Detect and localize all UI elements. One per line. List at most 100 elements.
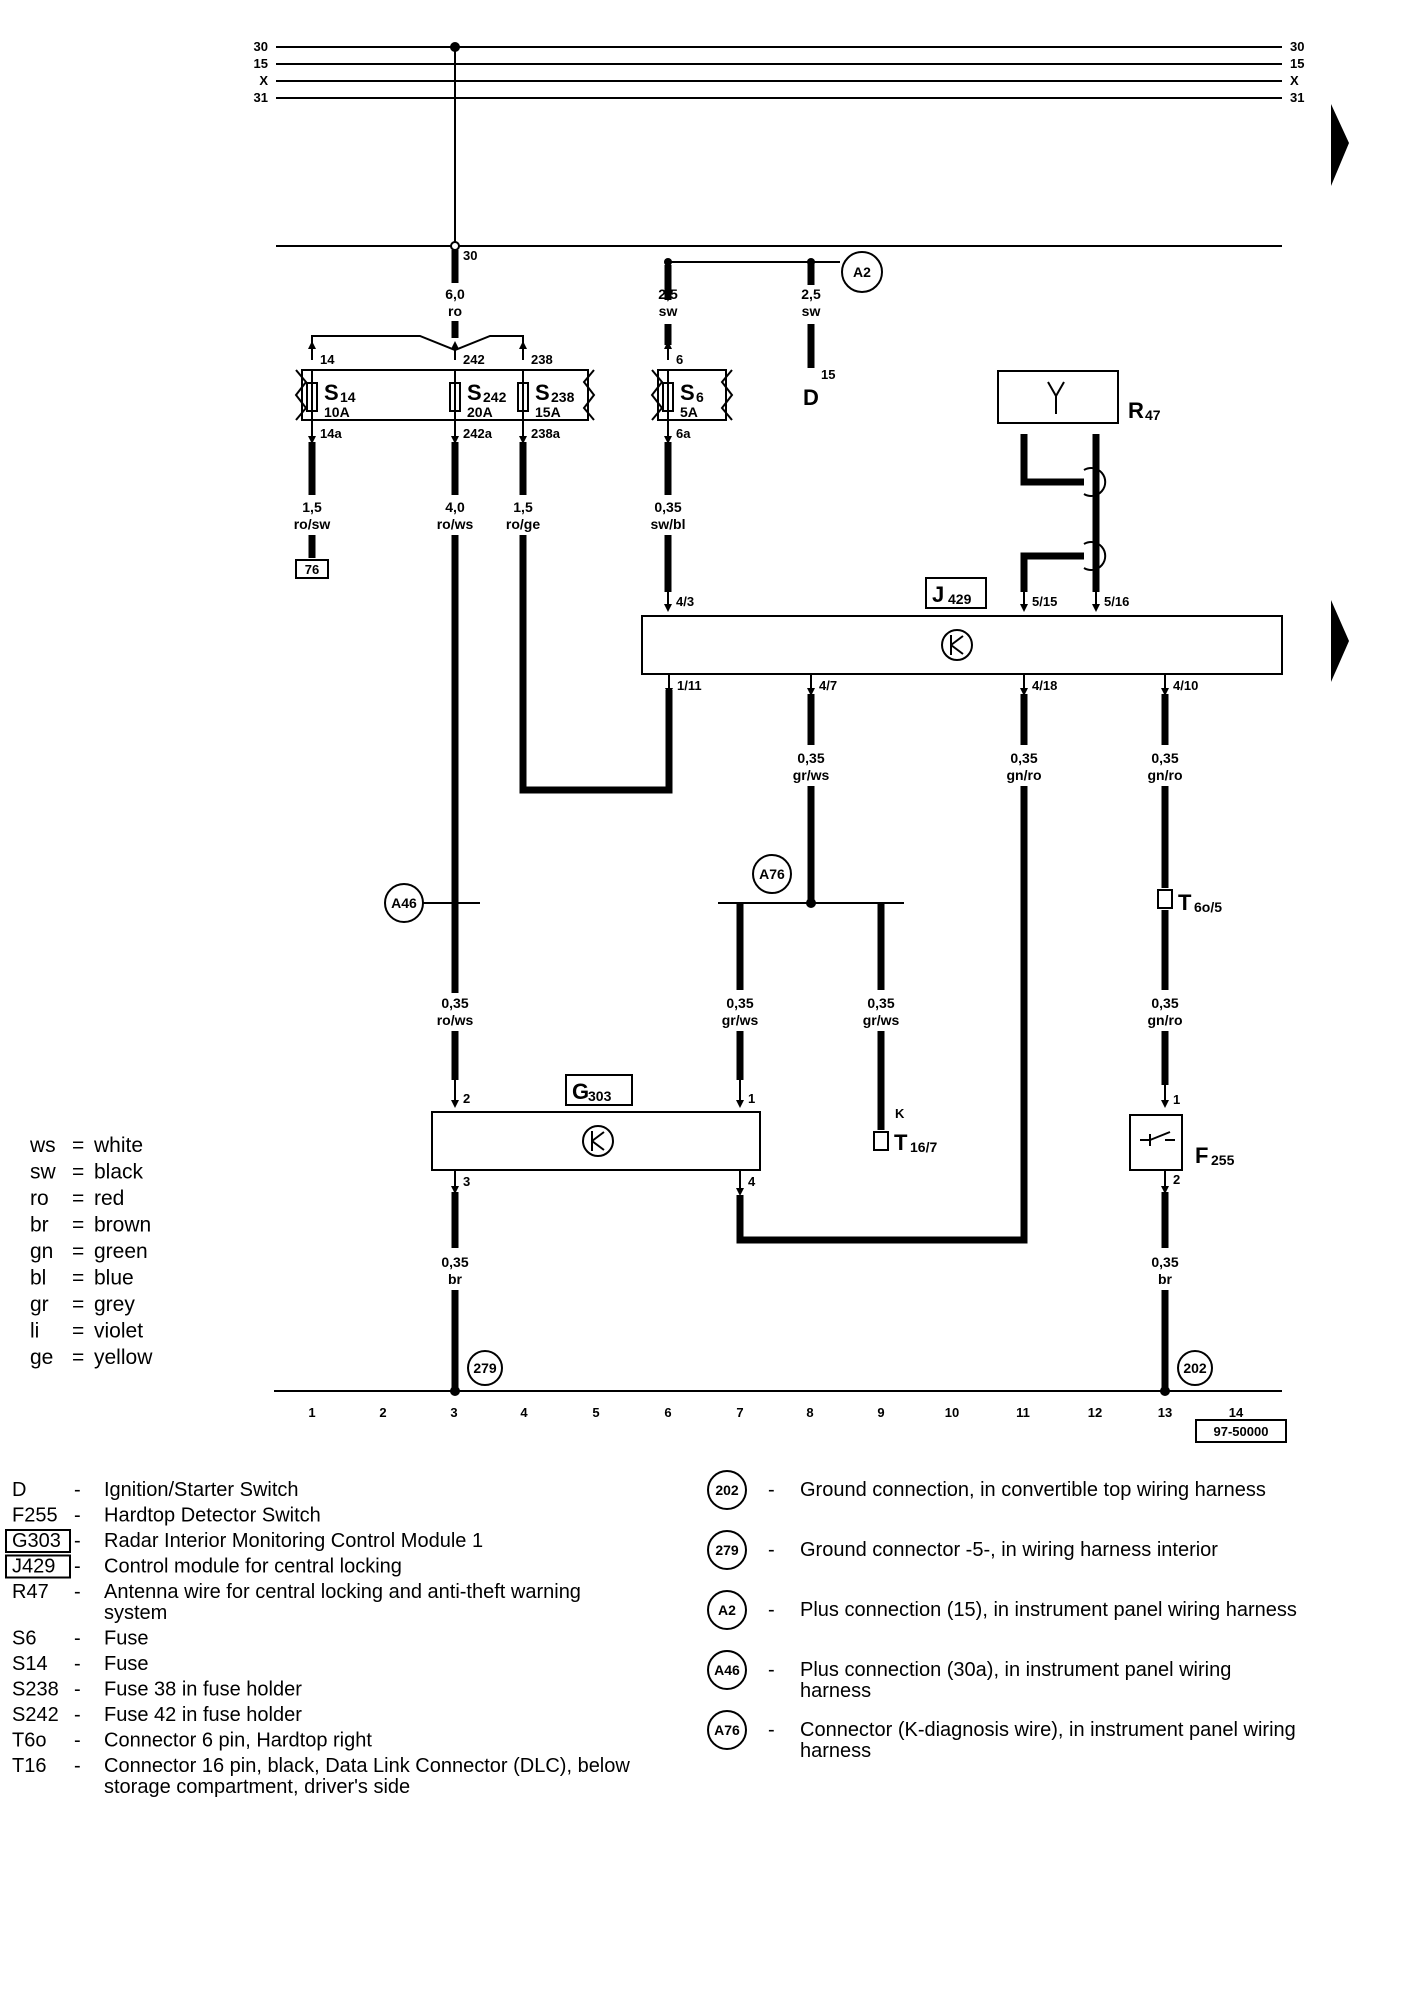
electronic-module-icon [582, 1125, 614, 1157]
bus-right-label: 31 [1290, 90, 1304, 105]
component-description: Control module for central locking [104, 1556, 402, 1578]
component-code: F255 [12, 1505, 58, 1527]
track-number: 5 [592, 1405, 599, 1420]
continuation-arrow-icon [1331, 104, 1349, 186]
fuse-s242-name: S [467, 380, 482, 405]
wire-antenna-shield [1020, 552, 1084, 592]
legend-code: ro [30, 1187, 49, 1210]
transistor-icon [591, 1131, 605, 1151]
transistor-icon [950, 635, 964, 655]
wire-color: ro/sw [294, 516, 331, 532]
legend-separator: = [72, 1293, 84, 1316]
wire-color: gr/ws [863, 1012, 900, 1028]
fuse-s238-rating: 15A [535, 404, 561, 420]
diagram-id: 97-50000 [1214, 1424, 1269, 1439]
component-description: Connector 6 pin, Hardtop right [104, 1730, 372, 1752]
pin-label: 14 [320, 352, 335, 367]
legend-separator: = [72, 1240, 84, 1263]
component-description: Fuse 38 in fuse holder [104, 1679, 302, 1701]
legend-color-name: yellow [94, 1346, 153, 1369]
fuse-distribution [311, 335, 524, 352]
radar-module-g303: G 303 [431, 1074, 761, 1171]
legend-code: sw [30, 1161, 57, 1184]
legend-code: li [30, 1320, 39, 1343]
connection-a76 [752, 854, 792, 894]
legend-separator: = [72, 1161, 84, 1184]
connection-description: Ground connection, in convertible top wi… [800, 1479, 1266, 1501]
connection-code: 202 [715, 1482, 739, 1498]
connection-description: harness [800, 1680, 871, 1702]
list-separator: - [768, 1719, 775, 1741]
pin-label: 1/11 [677, 678, 702, 693]
legend-color-name: green [94, 1240, 148, 1263]
list-separator: - [74, 1730, 81, 1752]
wire-color: gn/ro [1148, 1012, 1183, 1028]
wire-color: gr/ws [722, 1012, 759, 1028]
pin-label: 4 [748, 1174, 756, 1189]
connection-symbol [707, 1710, 747, 1750]
wire-color: ro/ws [437, 1012, 474, 1028]
fuse-s6: S 6 5A [650, 369, 734, 421]
component-code: S14 [12, 1653, 48, 1675]
list-separator: - [768, 1479, 775, 1501]
connector-icon [1157, 889, 1173, 909]
ground-279 [467, 1350, 503, 1386]
wire-color: sw/bl [650, 516, 685, 532]
connector-t16-sub: 16/7 [910, 1139, 937, 1155]
wire-s238-to-j429 [519, 535, 673, 794]
shield-icon [1083, 541, 1107, 571]
component-code-box [5, 1554, 71, 1579]
component-description: Hardtop Detector Switch [104, 1505, 321, 1527]
connection-a2 [841, 251, 883, 293]
antenna-r47-box [997, 370, 1119, 424]
wire-size: 1,5 [513, 499, 533, 515]
pin-label: 1 [1173, 1092, 1180, 1107]
track-number: 11 [1016, 1405, 1030, 1420]
pin-label: 5/15 [1032, 594, 1057, 609]
list-separator: - [768, 1599, 775, 1621]
legend-separator: = [72, 1267, 84, 1290]
component-description: Radar Interior Monitoring Control Module… [104, 1530, 483, 1552]
pin-label: 4/18 [1032, 678, 1057, 693]
radar-module-g303-sub: 303 [588, 1088, 612, 1104]
component-description: Fuse [104, 1628, 148, 1650]
fuse-s6-sub: 6 [696, 389, 704, 405]
control-module-j429-name: J [932, 582, 944, 607]
connection-description: Connector (K-diagnosis wire), in instrum… [800, 1719, 1296, 1741]
fuse-s14: S 14 10A [306, 370, 356, 420]
reference-76: 76 [305, 562, 319, 577]
wire-label-bg [432, 993, 478, 1029]
connection-code: A76 [714, 1722, 740, 1738]
legend-separator: = [72, 1134, 84, 1157]
control-module-j429-label-box [925, 577, 987, 609]
connection-description: Plus connection (30a), in instrument pan… [800, 1659, 1231, 1681]
pin-label: 4/10 [1173, 678, 1198, 693]
component-description: storage compartment, driver's side [104, 1776, 410, 1798]
list-separator: - [74, 1653, 81, 1675]
connector-icon [873, 1131, 889, 1151]
hardtop-switch-f255-name: F [1195, 1143, 1208, 1168]
track-number: 8 [806, 1405, 813, 1420]
wire-color: br [1158, 1271, 1173, 1287]
component-code: G303 [12, 1530, 61, 1552]
wire-color: gr/ws [793, 767, 830, 783]
list-separator: - [74, 1530, 81, 1552]
wire-size: 2,5 [658, 286, 678, 302]
diagram-id-box [1195, 1419, 1287, 1443]
bus-left-label: 31 [254, 90, 268, 105]
track-number: 7 [736, 1405, 743, 1420]
bus-right-label: 30 [1290, 39, 1304, 54]
legend-separator: = [72, 1214, 84, 1237]
fuse-s6-name: S [680, 380, 695, 405]
pin-label: 30 [463, 248, 477, 263]
connection-code: 279 [715, 1542, 739, 1558]
component-code: T16 [12, 1755, 46, 1777]
antenna-r47-name: R [1128, 398, 1144, 423]
list-separator: - [74, 1581, 81, 1603]
component-description: Fuse [104, 1653, 148, 1675]
pin-label: 2 [1173, 1172, 1180, 1187]
wire-color: ro/ws [437, 516, 474, 532]
component-code: T6o [12, 1730, 46, 1752]
